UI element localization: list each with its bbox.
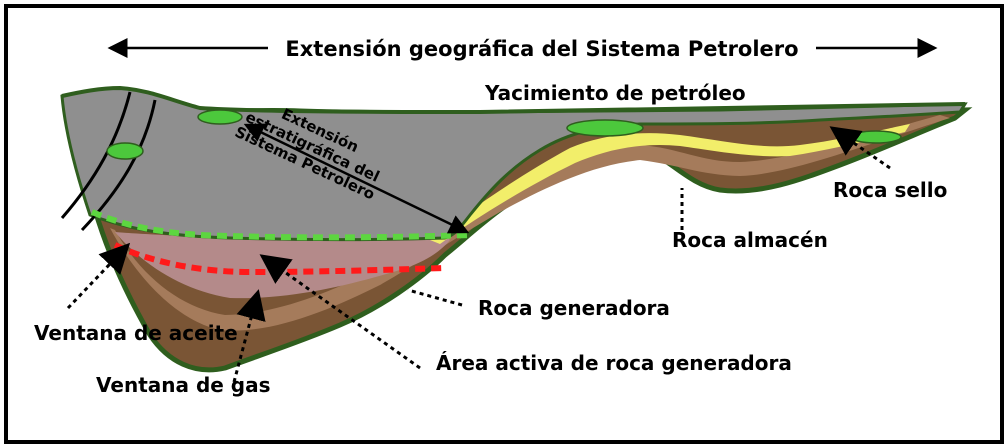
diagram-title: Extensión geográfica del Sistema Petrole… bbox=[285, 37, 798, 61]
oil-accumulation-3 bbox=[566, 119, 644, 137]
gas-window-line bbox=[113, 242, 446, 276]
pointer-roca-sello bbox=[829, 126, 891, 170]
surface-line bbox=[61, 85, 966, 115]
label-roca-sello: Roca sello bbox=[833, 178, 947, 202]
yellow-reservoir-layer bbox=[430, 124, 910, 244]
label-yacimiento: Yacimiento de petróleo bbox=[484, 81, 746, 105]
pointer-roca-generadora bbox=[407, 288, 463, 307]
label-area-activa: Área activa de roca generadora bbox=[436, 351, 792, 375]
oil-accumulation-2 bbox=[106, 142, 144, 160]
pointer-ventana-aceite bbox=[66, 242, 131, 310]
oil-accumulation-4 bbox=[850, 130, 902, 144]
fault-line-1 bbox=[60, 91, 132, 219]
pointer-area-activa bbox=[259, 254, 421, 370]
label-ventana-gas: Ventana de gas bbox=[96, 373, 271, 397]
label-roca-generadora: Roca generadora bbox=[478, 296, 670, 320]
title-background bbox=[268, 28, 816, 68]
oil-accumulation-1 bbox=[197, 109, 243, 125]
oil-window-line bbox=[90, 209, 471, 241]
stratigraphic-extension-arrow bbox=[243, 123, 470, 234]
label-roca-almacen: Roca almacén bbox=[672, 228, 828, 252]
light-brown-layer bbox=[110, 115, 950, 331]
label-ventana-aceite: Ventana de aceite bbox=[34, 321, 238, 345]
